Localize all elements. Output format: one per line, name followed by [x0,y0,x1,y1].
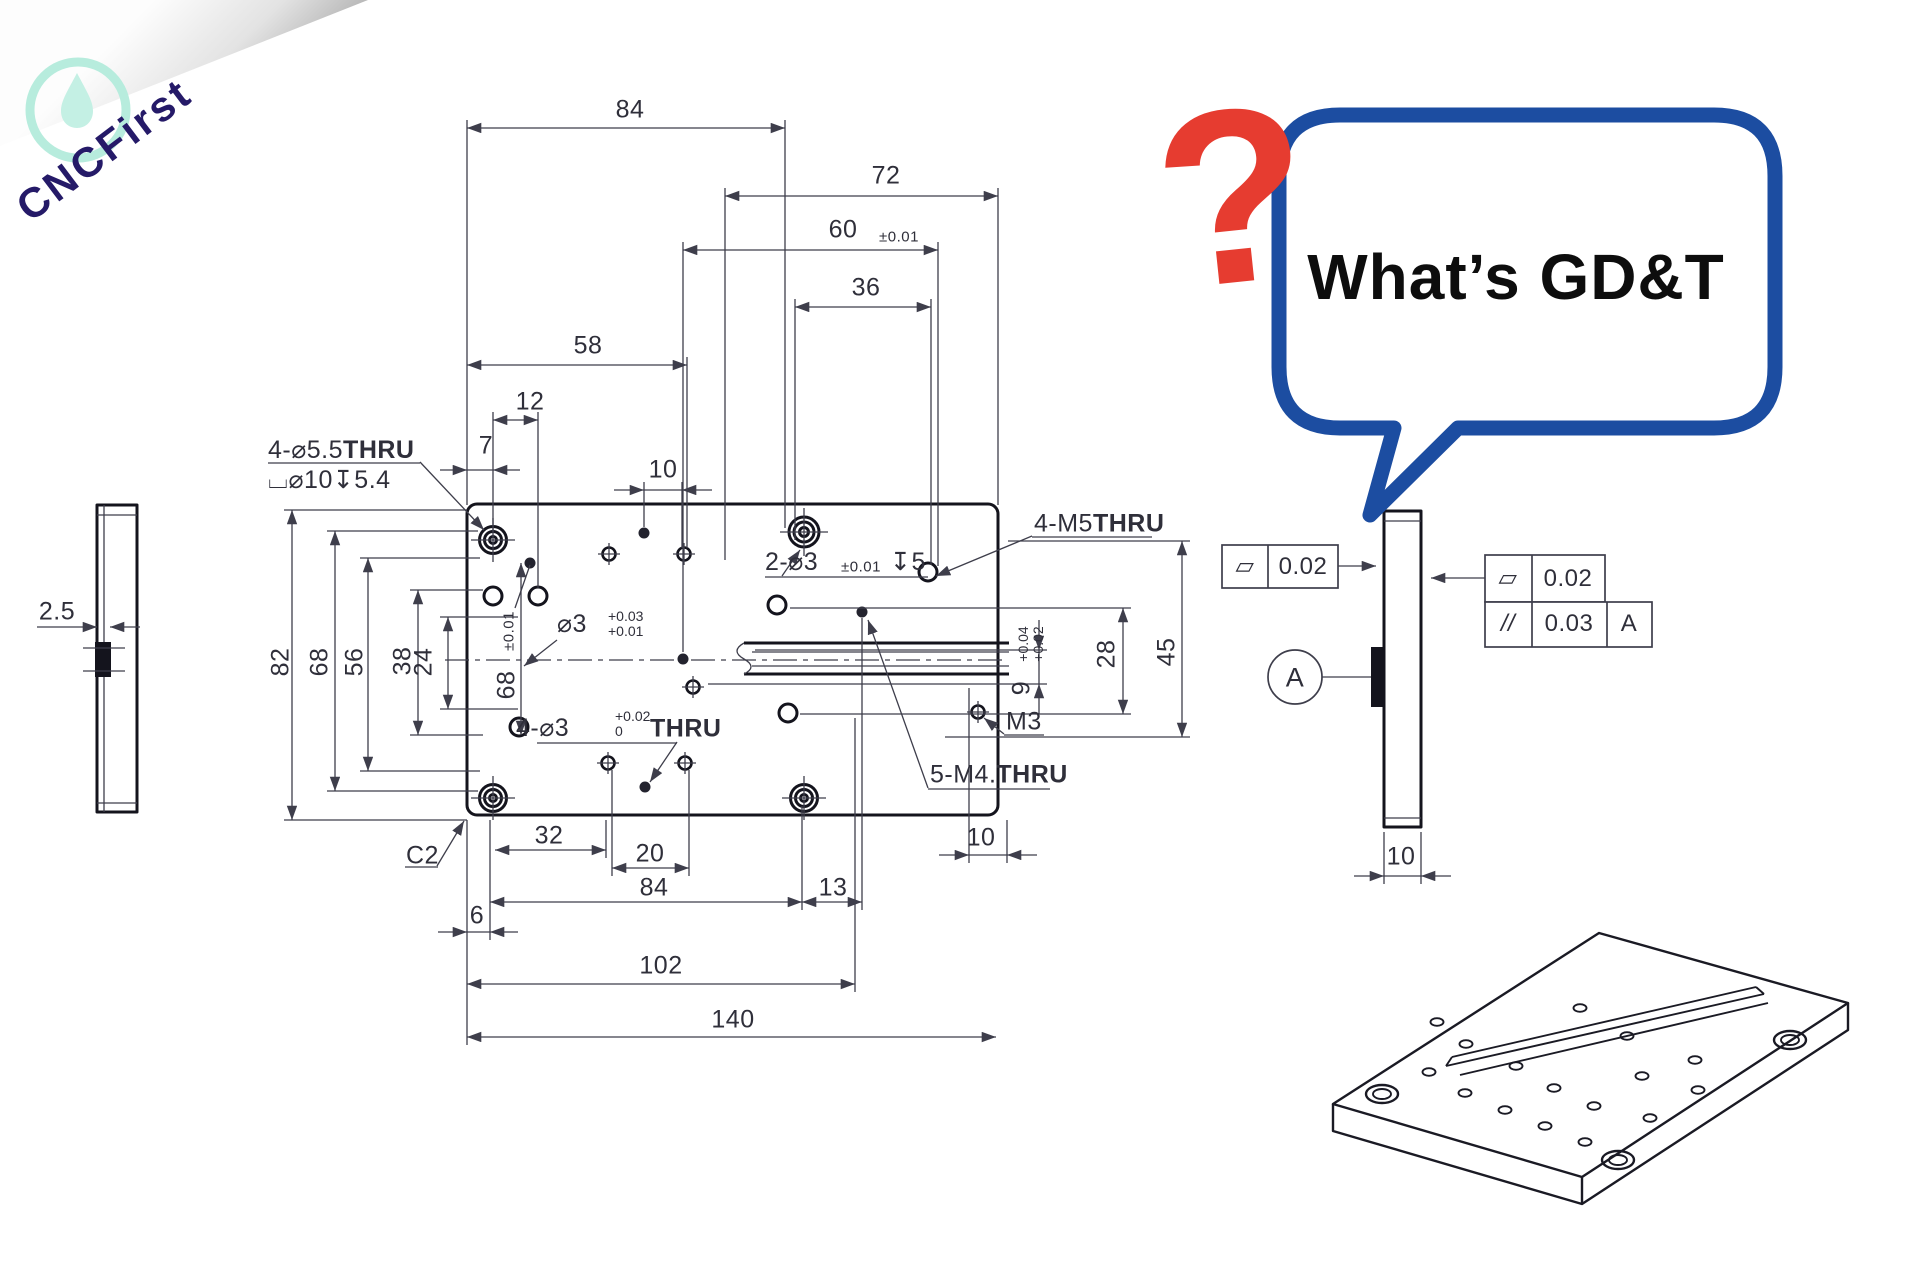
dim-102: 102 [639,951,683,980]
dim-45: 45 [1152,637,1181,667]
dim-60: 60 [828,215,858,244]
fcf-flatness-left [1221,544,1376,589]
question-mark: ? [1143,49,1323,343]
dim-140: 140 [711,1005,755,1034]
callout-dowel-depth: ↧5 [890,548,926,576]
dim-2-5: 2.5 [38,597,76,626]
hole3-tol-lower: 0 [615,723,623,739]
fcf-parallelism [1431,572,1653,648]
flatness-icon: ▱ [1235,552,1255,580]
dim-12: 12 [515,387,545,416]
bubble-title: What’s GD&T [1307,241,1725,313]
callout-counterbore: 4-⌀5.5THRU [268,435,414,465]
iso-small-hole [1421,1003,1706,1147]
hole3-tol-upper: +0.02 [615,708,651,724]
callout-dowel: 2-⌀3 [765,548,819,576]
flatness-icon: ▱ [1498,564,1518,592]
iso-counterbore-hole [1364,1029,1808,1171]
dim-10-side: 10 [1386,842,1416,871]
counterbore-thru: THRU [343,436,415,464]
tapped-hole [597,543,989,774]
dowel-hole [780,508,828,556]
front-view [268,120,1190,1045]
dim-9-tol: +0.04+0.02 [1006,626,1046,661]
side-view-right [1221,509,1653,884]
isometric-view [1331,931,1850,1206]
slot-profile [95,642,111,677]
m4-qty: 5-M4. [930,760,997,789]
fcf-flatness-right [1484,554,1606,603]
dim-58: 58 [573,331,603,360]
m5-qty: 4-M5 [1034,509,1093,538]
side-view-left [37,503,140,814]
dim-6: 6 [469,901,485,930]
counterbore-hole [471,776,515,820]
callout-dowel-tol: ±0.01 [841,558,881,576]
callout-m5: 4-M5THRU [1034,510,1164,539]
dim-68: 68 [305,647,334,677]
dim-84-top: 84 [615,95,645,124]
callout-hole3-thru: THRU [650,714,722,743]
dim-36: 36 [851,273,881,302]
m5-thru: THRU [1092,509,1165,538]
dim-9-tol-stack: +0.04+0.02 [1015,626,1046,662]
dim-56: 56 [340,647,369,677]
counterbore-qty: 4-⌀5.5 [268,436,344,464]
dim-82: 82 [266,647,295,677]
dim-9-tol-lower: +0.02 [1030,626,1046,662]
callout-m3: M3 [1006,707,1042,736]
flatness-right-value: 0.02 [1543,565,1593,592]
dim-84-bottom: 84 [639,873,669,902]
dim-32: 32 [534,821,564,850]
callout-hole3: 4-⌀3 [516,714,570,742]
dim-60-tol: ±0.01 [879,228,919,246]
speech-bubble [1271,107,1783,523]
callout-chamfer: C2 [406,841,439,870]
pin-hole [524,527,868,793]
dim-10-top: 10 [648,455,678,484]
dim-28: 28 [1092,639,1121,669]
callout-m4: 5-M4.THRU [930,761,1068,790]
brand-logo-icon [25,57,131,163]
dim-7: 7 [478,431,494,460]
dim-inner-tol: ±0.01 [500,611,518,651]
parallelism-datum-ref: A [1620,610,1638,637]
callout-counterbore-detail: ⌴⌀10↧5.4 [268,466,391,494]
dim-inner-68: 68 [492,670,521,700]
dim-10-bottom: 10 [966,823,996,852]
dim-9-tol-upper: +0.04 [1015,626,1031,662]
dim-20: 20 [635,839,665,868]
flatness-left-value: 0.02 [1278,553,1328,580]
callout-fit-tol: +0.03+0.01 [608,609,643,639]
callout-fit-hole: ⌀3 [557,610,587,638]
parallelism-value: 0.03 [1544,610,1594,637]
dim-13: 13 [818,873,848,902]
dim-72: 72 [871,161,901,190]
datum-label: A [1285,662,1305,693]
dim-24: 24 [409,647,438,677]
dim-9: 9 [1007,680,1036,696]
parallelism-icon: // [1500,610,1516,637]
fit-tol-lower: +0.01 [608,623,644,639]
counterbore-hole [782,776,826,820]
iso-slot [1445,986,1769,1076]
datum-target-face [1371,647,1384,707]
fit-tol-upper: +0.03 [608,608,644,624]
slot [744,641,1009,676]
m4-thru: THRU [996,760,1068,789]
